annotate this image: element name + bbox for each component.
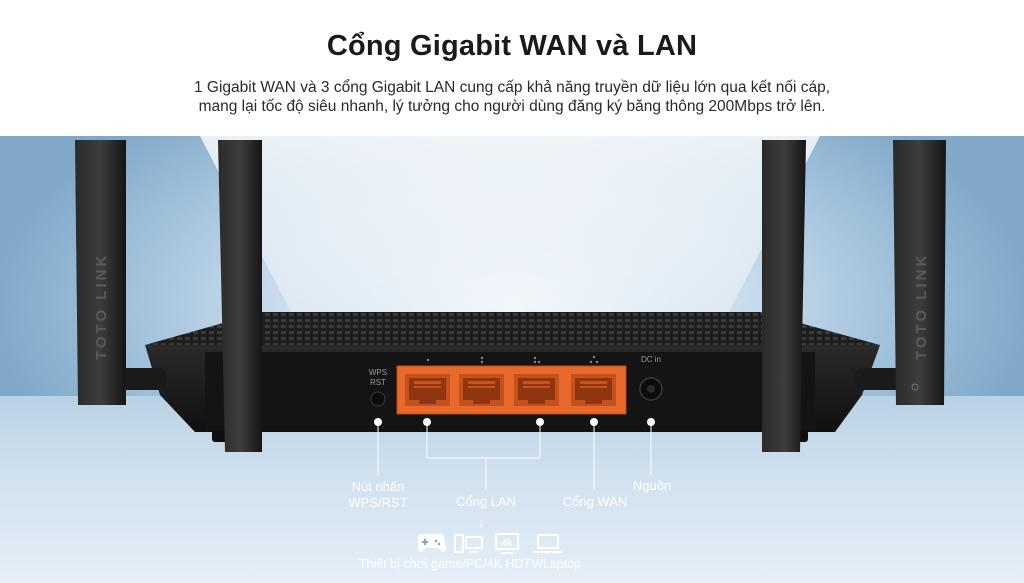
pc-icon [454, 534, 483, 553]
callout-lan: Cổng LAN [456, 494, 516, 509]
wan-mark-icon [589, 355, 599, 364]
callout-lines [374, 418, 655, 490]
antenna-brand-left: TOTO LINK [93, 253, 110, 360]
wps-label-top: WPS [369, 368, 387, 377]
callout-wps-rst: Nút nhấn WPS/RST [338, 479, 418, 511]
callout-power: Nguồn [632, 478, 672, 493]
antenna-outer-right [893, 140, 946, 405]
lan-port-1[interactable] [405, 374, 450, 406]
dc-power-jack-pin [647, 385, 655, 393]
4k-tv-icon: 4k [495, 533, 519, 554]
page-title: Cổng Gigabit WAN và LAN [326, 30, 698, 62]
header-section: Cổng Gigabit WAN và LAN 1 Gigabit WAN và… [0, 0, 1024, 136]
4k-text: 4k [501, 538, 513, 549]
gamepad-icon [418, 534, 446, 552]
arrow-down-icon: ↓ [478, 514, 485, 530]
wps-label-bottom: RST [370, 378, 386, 387]
antenna-outer-left [75, 140, 126, 405]
lan2-mark-icon [480, 356, 484, 360]
callout-wps-line1: Nút nhấn [351, 479, 405, 494]
router-top-grill [145, 312, 880, 345]
dc-in-label: DC in [641, 355, 661, 364]
subtitle-line-2: mang lại tốc độ siêu nhanh, lý tưởng cho… [198, 98, 826, 115]
device-caption: Thiết bị chơi game/PC/4K HDTV/Laptop [358, 557, 582, 571]
callout-wan: Cổng WAN [562, 494, 628, 509]
wps-rst-button[interactable] [370, 391, 386, 407]
lan-port-3[interactable] [514, 374, 559, 406]
antenna-led-right [911, 383, 919, 391]
laptop-icon [534, 534, 562, 553]
lan3-mark-icon [533, 356, 541, 364]
subtitle-line-1: 1 Gigabit WAN và 3 cổng Gigabit LAN cung… [193, 79, 831, 96]
lan1-mark-icon [426, 358, 430, 362]
callout-wps-line2: WPS/RST [348, 495, 408, 510]
wan-port[interactable] [571, 374, 616, 406]
antenna-inner-left [218, 140, 262, 452]
antenna-brand-right: TOTO LINK [913, 253, 930, 360]
lan-port-2[interactable] [459, 374, 504, 406]
hinge-right [855, 368, 901, 390]
lan2-mark-icon-b [480, 360, 484, 364]
page-subtitle: 1 Gigabit WAN và 3 cổng Gigabit LAN cung… [0, 78, 1024, 116]
antenna-inner-right [762, 140, 806, 452]
hinge-left [120, 368, 166, 390]
